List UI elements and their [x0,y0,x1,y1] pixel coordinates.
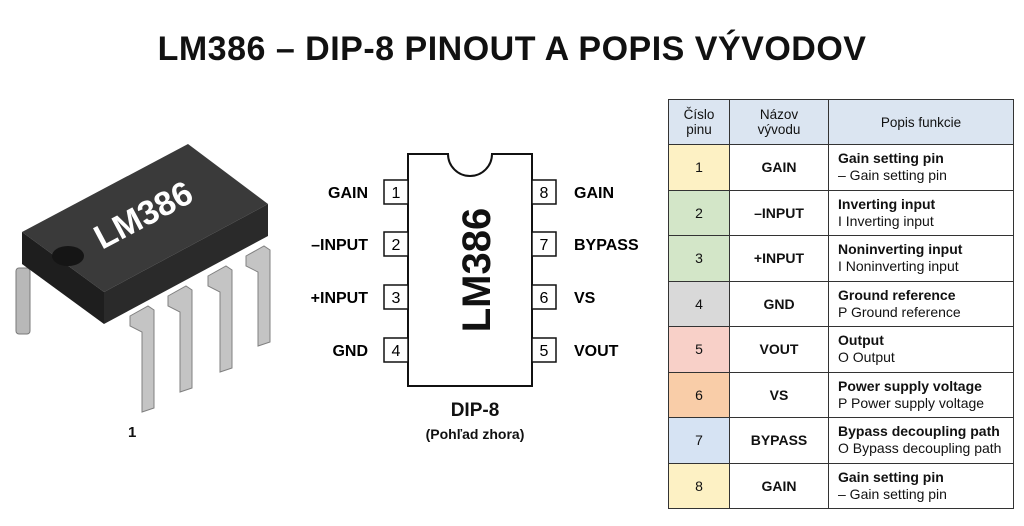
pin-description-cell: Noninverting input I Noninverting input [828,235,1014,282]
package-view-note: (Pohľad zhora) [425,426,525,442]
pin-number-cell: 2 [668,189,730,236]
description-title: Gain setting pin [838,468,944,485]
pin-number: 4 [392,343,401,360]
pin-number: 1 [392,185,401,202]
description-title: Gain setting pin [838,150,944,167]
pin-number: 5 [540,343,549,360]
pin-name-cell: GAIN [729,144,829,191]
pin-number-cell: 3 [668,235,730,282]
ic-label: LM386 [455,208,499,333]
left-pin-1: 1 GAIN [328,179,409,205]
description-detail: O Output [838,349,895,366]
pin-description-cell: Ground reference P Ground reference [828,280,1014,327]
pin-number: 7 [540,237,549,254]
right-pin-7: 7 BYPASS [531,231,639,257]
table-row: 5 VOUT Output O Output [668,326,1014,373]
table-header-row: Číslo pinu Názov vývodu Popis funkcie [668,99,1014,145]
pin-number-cell: 1 [668,144,730,191]
pin-name-cell: GAIN [729,462,829,509]
pin-number-cell: 5 [668,326,730,373]
page-title: LM386 – DIP-8 PINOUT A POPIS VÝVODOV [157,30,867,68]
pin-description-table: Číslo pinu Názov vývodu Popis funkcie 1 … [668,99,1014,509]
table-row: 2 –INPUT Inverting input I Inverting inp… [668,189,1014,236]
description-title: Inverting input [838,195,936,212]
table-row: 6 VS Power supply voltage P Power supply… [668,371,1014,418]
pin-number-cell: 8 [668,462,730,509]
header-pin-number: Číslo pinu [668,99,730,145]
pin-description-cell: Bypass decoupling path O Bypass decoupli… [828,417,1014,464]
left-pin-4: 4 GND [332,337,409,363]
right-pin-6: 6 VS [531,284,596,310]
pin-name: GAIN [574,185,614,202]
description-title: Noninverting input [838,241,963,258]
pin-number-cell: 6 [668,371,730,418]
pin-number: 6 [540,290,549,307]
description-title: Ground reference [838,286,956,303]
pin-number-cell: 7 [668,417,730,464]
table-row: 7 BYPASS Bypass decoupling path O Bypass… [668,417,1014,464]
dip8-package-diagram: LM386 1 GAIN 2 –INPUT 3 +INPUT 4 GND 8 G… [311,153,639,387]
pin-name: BYPASS [574,237,639,254]
pin-name: –INPUT [311,237,368,254]
table-row: 4 GND Ground reference P Ground referenc… [668,280,1014,327]
pin-number-cell: 4 [668,280,730,327]
package-type: DIP-8 [450,400,500,421]
description-detail: I Inverting input [838,212,934,229]
left-pin-2: 2 –INPUT [311,231,409,257]
pin-name-cell: VOUT [729,326,829,373]
pin-name-cell: VS [729,371,829,418]
table-row: 3 +INPUT Noninverting input I Noninverti… [668,235,1014,282]
pin-number: 2 [392,237,401,254]
header-pin-name: Názov vývodu [729,99,829,145]
pin-name: VOUT [574,343,619,360]
description-title: Bypass decoupling path [838,423,1000,440]
pin-description-cell: Gain setting pin – Gain setting pin [828,144,1014,191]
pin-number: 8 [540,185,549,202]
ic-body [407,153,533,387]
pin-name: GND [332,343,368,360]
pin-description-cell: Inverting input I Inverting input [828,189,1014,236]
description-title: Output [838,332,884,349]
description-detail: – Gain setting pin [838,485,947,502]
pin-number: 3 [392,290,401,307]
description-detail: – Gain setting pin [838,167,947,184]
description-detail: P Ground reference [838,303,961,320]
pin-description-cell: Output O Output [828,326,1014,373]
pin-name: VS [574,290,596,307]
pin-name-cell: GND [729,280,829,327]
pin-name: +INPUT [311,290,369,307]
right-pin-5: 5 VOUT [531,337,619,363]
left-pin-3: 3 +INPUT [311,284,409,310]
header-description: Popis funkcie [828,99,1014,145]
table-row: 8 GAIN Gain setting pin – Gain setting p… [668,462,1014,509]
description-detail: P Power supply voltage [838,394,985,411]
right-pin-8: 8 GAIN [531,179,614,205]
description-title: Power supply voltage [838,377,982,394]
pin-name-cell: +INPUT [729,235,829,282]
description-detail: I Noninverting input [838,258,959,275]
pin-name-cell: BYPASS [729,417,829,464]
pin-name: GAIN [328,185,368,202]
pin-name-cell: –INPUT [729,189,829,236]
pin1-marker-label: 1 [128,424,137,441]
package-caption: DIP-8 (Pohľad zhora) [390,400,560,442]
chip-photo-illustration: LM386 [15,144,271,413]
pin-description-cell: Gain setting pin – Gain setting pin [828,462,1014,509]
table-row: 1 GAIN Gain setting pin – Gain setting p… [668,144,1014,191]
description-detail: O Bypass decoupling path [838,440,1002,457]
pin-description-cell: Power supply voltage P Power supply volt… [828,371,1014,418]
